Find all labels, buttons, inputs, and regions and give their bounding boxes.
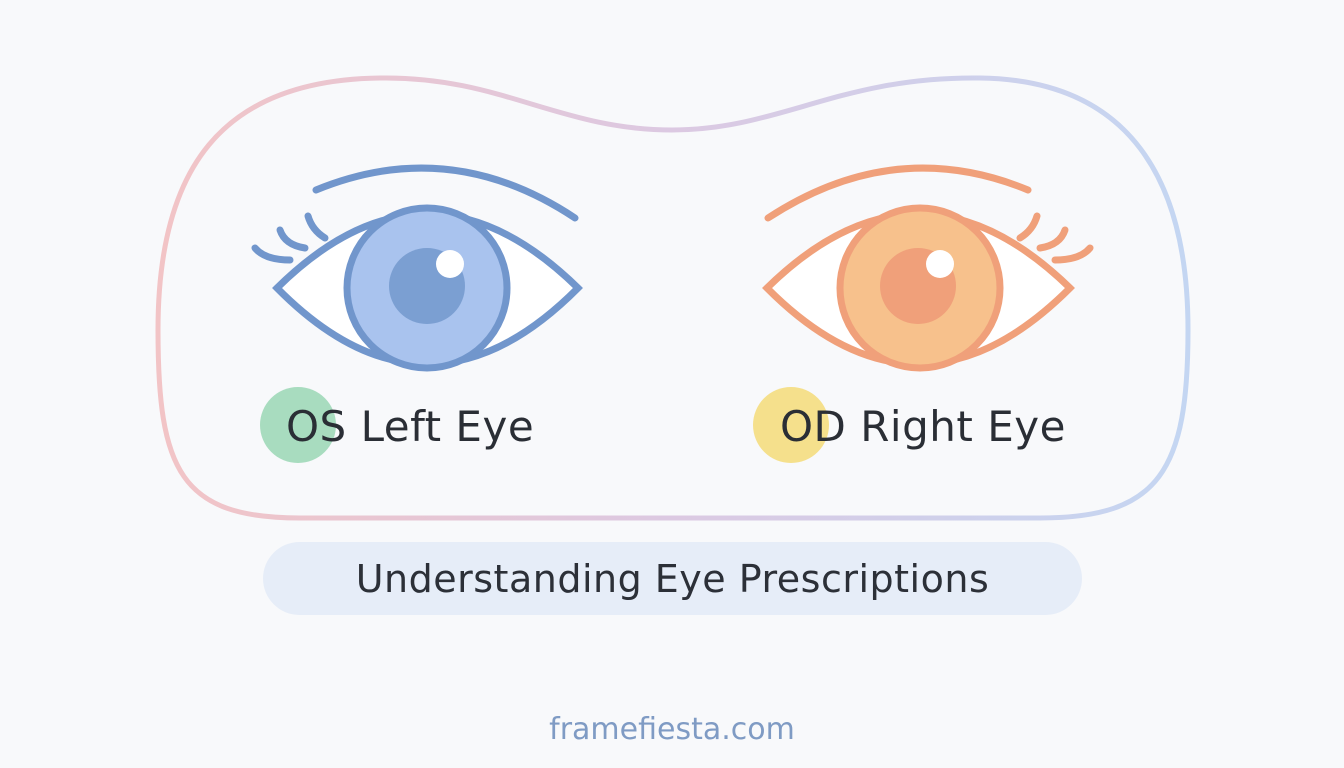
outline-frame xyxy=(155,75,1191,521)
left-eye-dot xyxy=(260,387,336,463)
right-eye-dot xyxy=(753,387,829,463)
right-eye-icon xyxy=(762,164,1094,372)
right-eye-label: OD Right Eye xyxy=(780,402,1066,451)
footer-site: framefiesta.com xyxy=(549,712,795,747)
title-banner: Understanding Eye Prescriptions xyxy=(263,542,1082,615)
page-title: Understanding Eye Prescriptions xyxy=(355,556,990,601)
left-eye-icon xyxy=(251,164,583,372)
left-eye-label: OS Left Eye xyxy=(286,402,535,451)
